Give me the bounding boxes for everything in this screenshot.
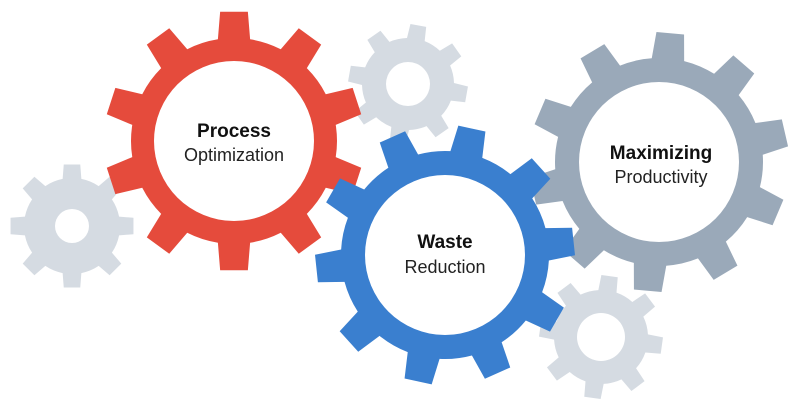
gear-waste-reduction: Waste Reduction (315, 125, 575, 385)
small-gear-bottom (539, 275, 663, 399)
small-gear-top-hole (386, 62, 430, 106)
gear-process-optimization-subtitle: Optimization (184, 145, 284, 165)
small-gear-left (10, 164, 134, 288)
gear-waste-reduction-title: Waste (417, 232, 472, 253)
gear-maximizing-productivity: Maximizing Productivity (529, 32, 789, 292)
gear-process-optimization-title: Process (197, 121, 271, 142)
small-gear-bottom-hole (577, 313, 625, 361)
gear-maximizing-productivity-title: Maximizing (610, 143, 712, 164)
small-gear-top (348, 24, 468, 144)
gear-process-optimization: Process Optimization (106, 11, 362, 271)
gear-waste-reduction-subtitle: Reduction (404, 257, 485, 277)
gear-process-optimization-hub (154, 61, 314, 221)
gear-maximizing-productivity-subtitle: Productivity (614, 167, 707, 187)
gear-waste-reduction-hub (365, 175, 525, 335)
small-gear-left-hole (55, 209, 89, 243)
gear-maximizing-productivity-hub (579, 82, 739, 242)
